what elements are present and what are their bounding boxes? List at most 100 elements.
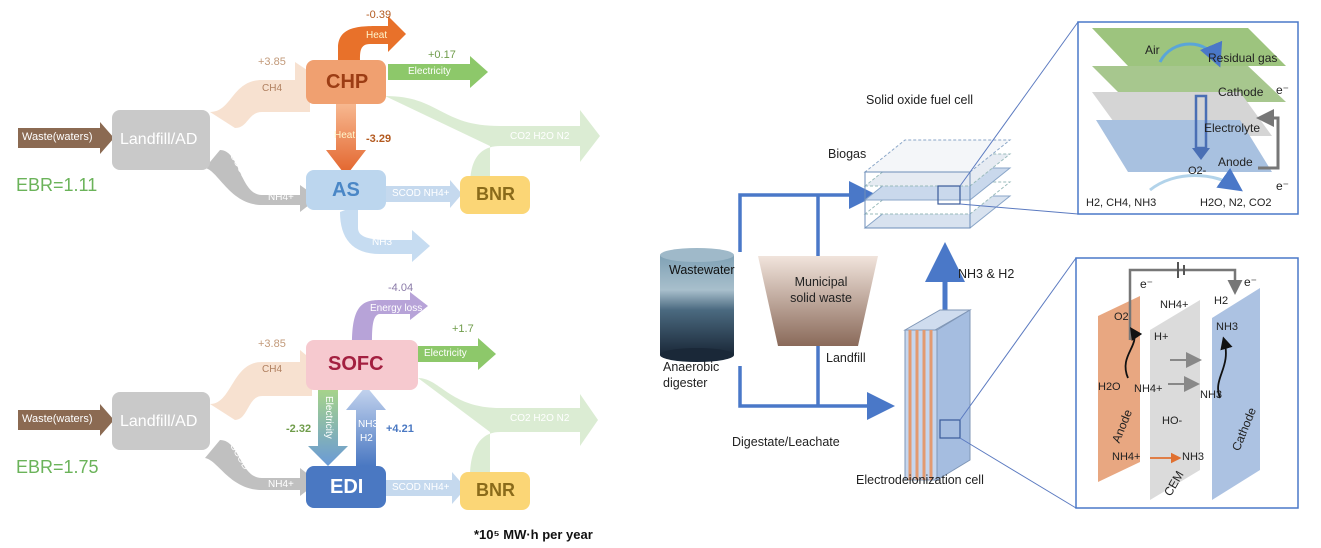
top-ebr-value: EBR=1.11 — [16, 175, 98, 195]
top-scod-nh4-arrow — [386, 180, 462, 208]
top-as-label: AS — [332, 179, 360, 201]
bottom-edi-label: EDI — [330, 476, 364, 498]
top-products-label: CO2 H2O N2 — [510, 131, 570, 142]
edi-title: Electrodeionization cell — [856, 473, 984, 487]
wastewater-label: Wastewater — [669, 263, 735, 277]
sofc-stack — [863, 139, 1012, 229]
bottom-bnr-box — [460, 472, 530, 510]
bottom-energy-loss-arrow — [352, 292, 428, 344]
sofc-air-arc — [1158, 40, 1223, 68]
edi-zoom-panel — [1075, 257, 1299, 509]
top-input-label: Waste(waters) — [22, 131, 93, 143]
top-electricity-value: +0.17 — [428, 49, 456, 61]
bottom-ch4-label: CH4 — [262, 364, 283, 375]
zoom-line-sofc-top — [959, 21, 1079, 187]
sofc-fuel-arc — [1149, 167, 1243, 192]
sofc-electron-top: e⁻ — [1276, 83, 1290, 97]
zoom-line-sofc-bottom — [959, 203, 1079, 215]
bottom-ch4-flow — [210, 350, 312, 420]
edi-anode-plate — [1098, 296, 1140, 482]
bottom-bnr-label: BNR — [476, 480, 515, 500]
footnote: *10⁵ MW·h per year — [474, 527, 593, 542]
process-schematic — [660, 21, 1079, 509]
bottom-nh3h2-value: +4.21 — [386, 423, 414, 435]
bottom-electricity-label: Electricity — [424, 348, 467, 359]
top-landfill-label: Landfill/AD — [120, 131, 198, 148]
bottom-landfill-label: Landfill/AD — [120, 413, 198, 430]
top-chp-box — [306, 60, 386, 104]
sofc-anode-layer — [1096, 120, 1272, 172]
bottom-landfill-box — [112, 392, 210, 450]
top-electricity-arrow — [388, 56, 488, 88]
bottom-h2-label: H2 — [360, 433, 373, 444]
edi-hplus-label: H+ — [1154, 331, 1169, 343]
bottom-electricity-value: +1.7 — [452, 323, 474, 335]
top-scod-flow — [205, 150, 318, 212]
landfill-label: Landfill — [826, 351, 866, 365]
top-scod-nh4-label: SCOD NH4+ — [392, 188, 450, 199]
bottom-sankey — [18, 292, 598, 510]
top-ch4-flow — [210, 62, 310, 128]
edi-nh4-top: NH4+ — [1160, 299, 1189, 311]
edi-hominus-label: HO- — [1162, 415, 1183, 427]
bottom-scod-nh4-label: SCOD NH4+ — [392, 482, 450, 493]
top-ch4-label: CH4 — [262, 83, 283, 94]
edi-electron-right: e⁻ — [1244, 275, 1258, 289]
sofc-exhaust-label: H2O, N2, CO2 — [1200, 197, 1272, 209]
top-bnr-label: BNR — [476, 184, 515, 204]
bottom-nh3h2-up-arrow — [346, 386, 386, 466]
top-heat-to-as-value: -3.29 — [366, 133, 392, 145]
biogas-line — [738, 181, 877, 252]
top-products-flow — [385, 96, 600, 190]
bottom-edi-elec-value: -2.32 — [286, 423, 312, 435]
digestate-line — [738, 366, 895, 420]
top-nh3-label: NH3 — [372, 237, 393, 248]
top-heat-loss-arrow — [338, 16, 406, 60]
zoom-line-edi-top — [959, 257, 1077, 421]
sofc-air-plate — [1092, 28, 1286, 66]
bottom-input-arrow — [18, 404, 114, 436]
sofc-residual-label: Residual gas — [1208, 51, 1278, 65]
bottom-products-flow — [418, 378, 598, 478]
top-electricity-label: Electricity — [408, 66, 451, 77]
bottom-sofc-label: SOFC — [328, 353, 384, 375]
edi-cem-plate — [1150, 300, 1200, 500]
digestate-label: Digestate/Leachate — [732, 435, 840, 449]
top-input-arrow — [18, 122, 114, 154]
top-sankey — [18, 16, 600, 262]
nh3-h2-label: NH3 & H2 — [958, 267, 1015, 281]
bottom-edi-electricity-arrow — [308, 390, 348, 466]
edi-nh3-top: NH3 — [1216, 321, 1239, 333]
top-nh3-flow — [340, 205, 430, 262]
bottom-loss-value: -4.04 — [388, 282, 414, 294]
edi-external-circuit — [1128, 268, 1243, 340]
bottom-input-label: Waste(waters) — [22, 413, 93, 425]
edi-o2-path — [1124, 327, 1143, 379]
edi-nh4-mid: NH4+ — [1134, 383, 1163, 395]
top-landfill-box — [112, 110, 210, 170]
sofc-electron-path — [1256, 109, 1280, 170]
edi-nh3-mid: NH3 — [1200, 389, 1223, 401]
bottom-ebr-value: EBR=1.75 — [16, 457, 99, 477]
top-bnr-box — [460, 176, 530, 214]
sofc-o2minus-label: O2- — [1188, 165, 1207, 177]
top-heat-loss-value: -0.39 — [366, 9, 392, 21]
sofc-fuels-label: H2, CH4, NH3 — [1086, 197, 1157, 209]
anaerobic-digester-label: Anaerobic digester — [663, 360, 720, 390]
edi-o2-label: O2 — [1114, 311, 1129, 323]
top-as-box — [306, 170, 386, 210]
msw-label: Municipal solid waste — [790, 275, 852, 306]
top-ch4-value: +3.85 — [258, 56, 286, 68]
zoom-line-edi-bottom — [959, 437, 1077, 509]
edi-nh3-bottom: NH3 — [1182, 451, 1205, 463]
sofc-anode-label: Anode — [1218, 155, 1253, 169]
bottom-loss-label: Energy loss — [370, 303, 423, 314]
edi-nh4-bottom: NH4+ — [1112, 451, 1141, 463]
sofc-electron-bottom: e⁻ — [1276, 179, 1290, 193]
edi-h2o-label: H2O — [1098, 381, 1121, 393]
top-chp-label: CHP — [326, 71, 369, 93]
sofc-electrolyte-label: Electrolyte — [1204, 121, 1261, 135]
bottom-electricity-arrow — [418, 338, 496, 370]
edi-electron-left: e⁻ — [1140, 277, 1154, 291]
sofc-cathode-label: Cathode — [1218, 85, 1264, 99]
